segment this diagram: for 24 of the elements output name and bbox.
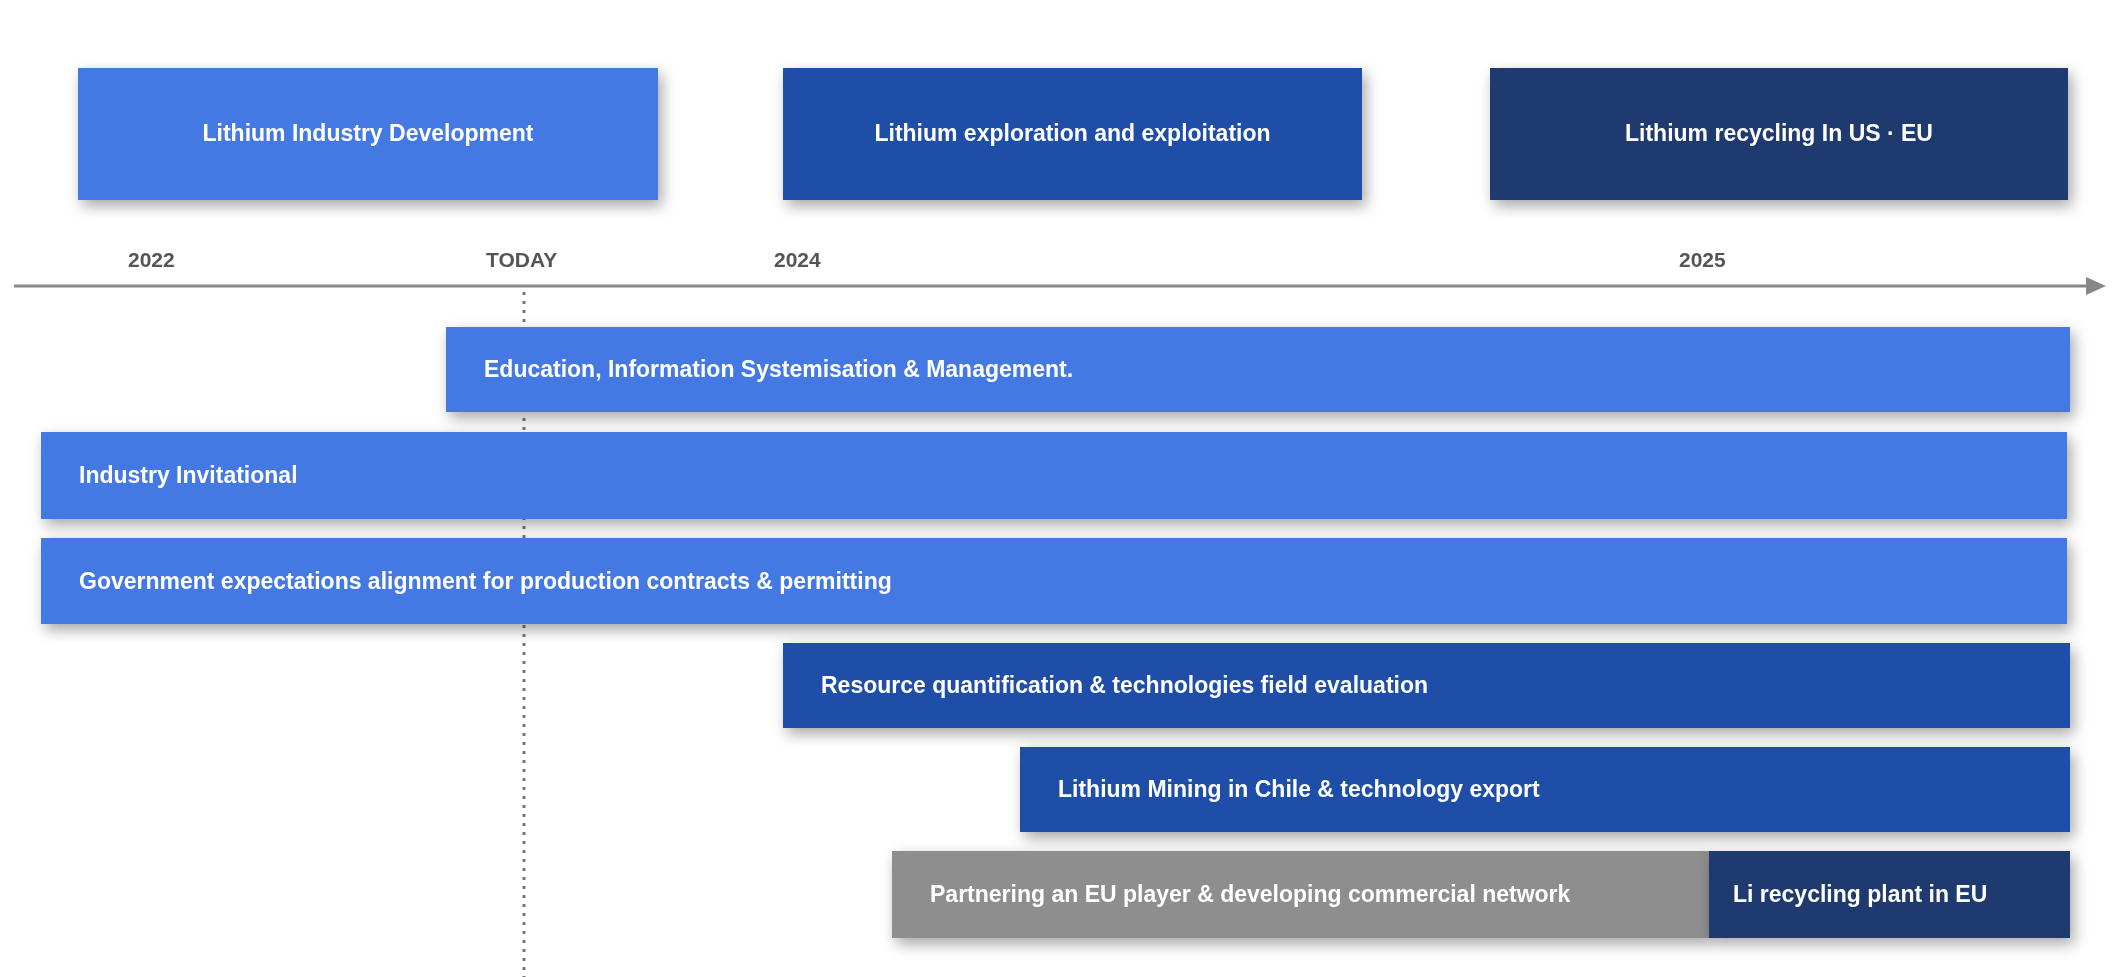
timeline-bar	[1709, 851, 2070, 938]
bar-label: Government expectations alignment for production contracts & permitting	[79, 567, 892, 595]
year-label: 2024	[774, 248, 821, 272]
phase-title: Lithium exploration and exploitation	[874, 119, 1271, 149]
bar-label: Education, Information Systemisation & Management.	[484, 356, 1074, 383]
timeline-bar	[41, 538, 2067, 624]
timeline-bar	[41, 432, 2067, 519]
timeline-bar	[1020, 747, 2070, 832]
phase-title: Lithium Industry Development	[202, 119, 534, 149]
bar-label: Resource quantification & technologies field evaluation	[821, 672, 1429, 699]
bar-label: Li recycling plant in EU	[1733, 881, 1988, 908]
timeline-bar	[783, 643, 2070, 728]
phase-box	[1490, 68, 2068, 200]
year-label: 2025	[1679, 248, 1726, 272]
year-label: TODAY	[486, 248, 558, 272]
bar-label: Lithium Mining in Chile & technology export	[1058, 776, 1540, 803]
timeline-bar	[446, 327, 2070, 412]
bar-label: Partnering an EU player & developing commercial network	[930, 881, 1571, 908]
phase-box	[78, 68, 658, 200]
phase-box	[783, 68, 1362, 200]
year-label: 2022	[128, 248, 175, 272]
timeline-bar	[892, 851, 1709, 938]
phase-title: Lithium recycling In US · EU	[1625, 119, 1933, 149]
bar-label: Industry Invitational	[79, 462, 298, 489]
